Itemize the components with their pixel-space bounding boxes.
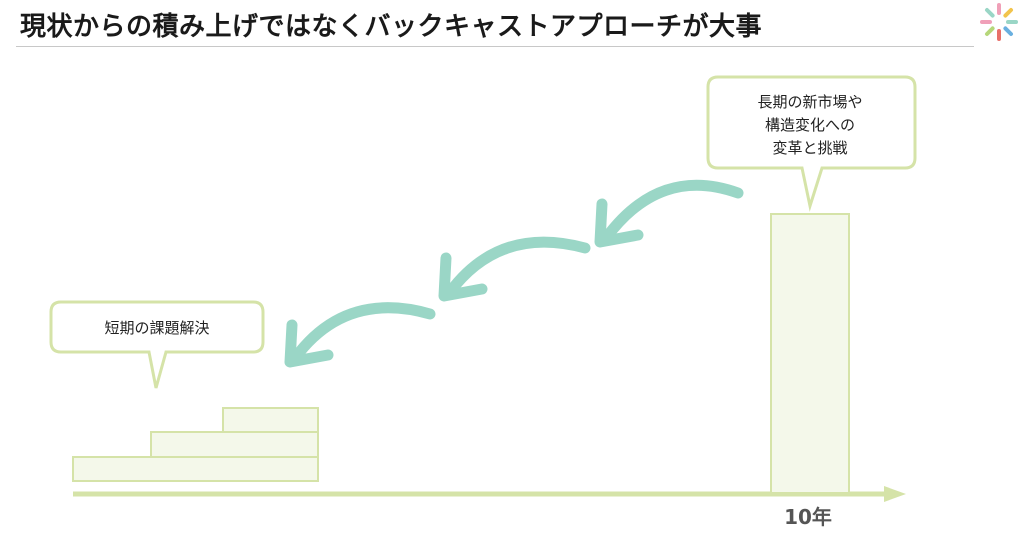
curved-arrow-icon <box>594 179 744 248</box>
long-term-line-3: 変革と挑戦 <box>772 139 847 157</box>
curved-arrow-icon <box>284 302 436 368</box>
stair-step-1 <box>72 456 319 482</box>
long-term-line-2: 構造変化への <box>765 116 855 134</box>
title-divider <box>16 46 974 47</box>
axis-end-label: 10年 <box>784 505 832 529</box>
axis-arrowhead <box>884 486 906 502</box>
stair-step-3 <box>222 407 319 433</box>
curved-arrow-icon <box>438 236 591 302</box>
sparkle-logo-icon <box>980 3 1018 41</box>
stair-step-2 <box>150 431 319 458</box>
page-title: 現状からの積み上げではなくバックキャストアプローチが大事 <box>20 12 763 42</box>
long-term-line-1: 長期の新市場や <box>757 93 862 111</box>
short-term-label: 短期の課題解決 <box>104 319 209 337</box>
short-term-callout: 短期の課題解決 <box>49 300 265 389</box>
long-term-callout: 長期の新市場や 構造変化への 変革と挑戦 <box>706 75 917 212</box>
future-bar <box>770 213 850 494</box>
